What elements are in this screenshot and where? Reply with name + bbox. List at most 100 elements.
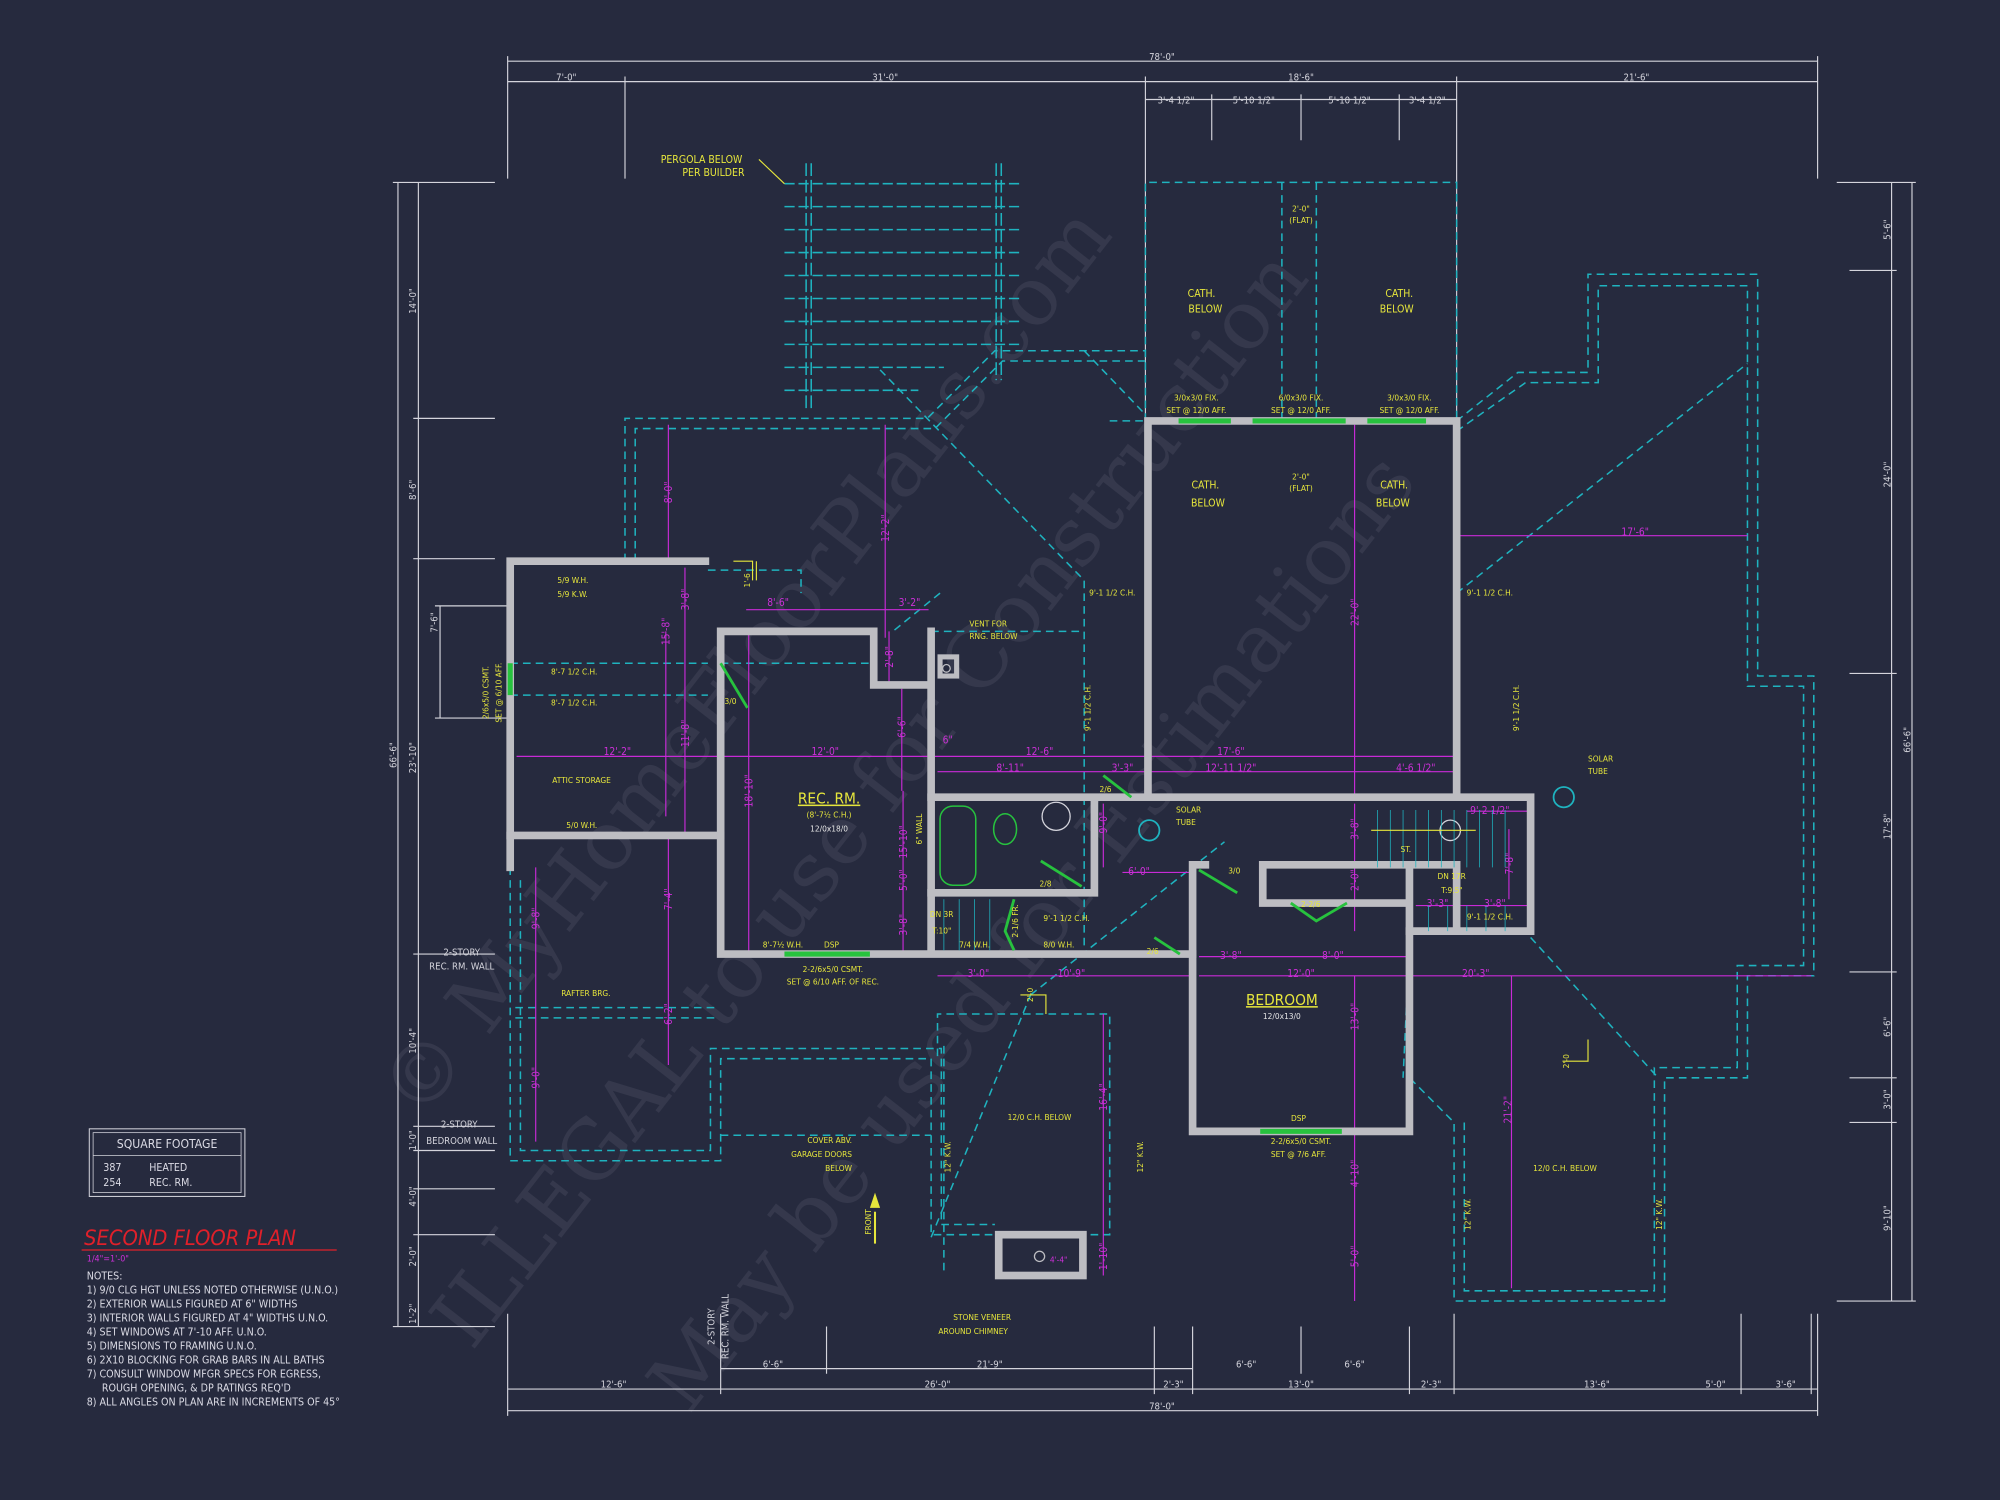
label: 5/0 W.H. xyxy=(566,820,597,830)
label: 9'-1 1/2 C.H. xyxy=(1083,685,1093,731)
label: 4'-4" xyxy=(1050,1255,1068,1265)
dimension-label: 8'-0" xyxy=(1322,951,1344,962)
dimension-label: 4'-6 1/2" xyxy=(1396,764,1435,775)
dim-left: 4'-0" xyxy=(408,1186,419,1206)
dim-top: 18'-6" xyxy=(1288,72,1314,83)
dimension-label: 3'-8" xyxy=(1484,899,1506,910)
door-label: 3/0 xyxy=(724,696,736,706)
dim-left: 1'-2" xyxy=(408,1304,419,1324)
dim-bottom-sub: 6'-6" xyxy=(1236,1359,1256,1370)
label: 2'-0 xyxy=(1561,1054,1571,1068)
note-item: 2) EXTERIOR WALLS FIGURED AT 6" WIDTHS xyxy=(87,1298,298,1310)
dim-bottom: 2'-3" xyxy=(1163,1380,1183,1391)
dimension-label: 15'-10" xyxy=(899,825,910,858)
label: 9'-1 1/2 C.H. xyxy=(1089,588,1135,598)
label: (FLAT) xyxy=(1289,483,1313,493)
dim-left: 10'-4" xyxy=(408,1028,419,1054)
label: DSP xyxy=(824,940,839,950)
window-label: 2/6x5/0 CSMT. xyxy=(481,666,491,719)
label: ST. xyxy=(1401,844,1412,854)
label: CATH. xyxy=(1191,480,1219,492)
bathtub xyxy=(939,805,977,886)
dimension-label: 17'-6" xyxy=(1217,747,1245,758)
front-label: FRONT xyxy=(863,1209,873,1235)
dim-bottom: 5'-0" xyxy=(1705,1380,1725,1391)
label: COVER ABV. xyxy=(807,1135,852,1145)
plan-scale: 1/4"=1'-0" xyxy=(87,1254,129,1264)
door-label: 2/8 xyxy=(1040,878,1052,888)
label: 12" K.W. xyxy=(1135,1141,1145,1172)
dim-left-inner: 7'-6" xyxy=(430,612,441,632)
note-item: 8) ALL ANGLES ON PLAN ARE IN INCREMENTS … xyxy=(87,1397,340,1409)
window-label: 2-2/6x5/0 CSMT. xyxy=(803,964,863,974)
window-label: SET @ 6/10 AFF. OF REC. xyxy=(787,977,879,987)
dim-bottom-sub: 6'-6" xyxy=(763,1359,783,1370)
dim-left: 2'-0" xyxy=(408,1246,419,1266)
right-dimensions: 5'-6" 24'-0" 17'-8" 6'-6" 3'-0" 9'-10" 6… xyxy=(1836,181,1916,1302)
watermark: © MyHomeFloorPlans.com ILLEGAL to use fo… xyxy=(362,189,1434,1428)
dim-left: 14'-0" xyxy=(408,288,419,314)
door-label: 2-2/6 xyxy=(1301,899,1321,909)
dim-left-overall: 66'-6" xyxy=(389,742,400,768)
dim-bottom: 13'-6" xyxy=(1584,1380,1610,1391)
dimension-label: 3'-0" xyxy=(967,969,989,980)
dim-top-sub: 5'-10 1/2" xyxy=(1328,95,1370,106)
dimension-label: 5'-0" xyxy=(899,869,910,891)
bottom-dimensions: 78'-0" 12'-6" 26'-0" 2'-3" 13'-0" 2'-3" … xyxy=(507,1313,1819,1416)
notes-heading: NOTES: xyxy=(87,1270,123,1282)
dimension-label: 7'-4" xyxy=(664,888,675,910)
label: 12" K.W. xyxy=(1654,1199,1664,1230)
dimension-label: 12'-2" xyxy=(604,747,632,758)
dimension-label: 12'-0" xyxy=(811,747,839,758)
dim-top-sub: 3'-4 1/2" xyxy=(1409,95,1446,106)
label: 9'-1 1/2 C.H. xyxy=(1511,685,1521,731)
label: BEDROOM WALL xyxy=(426,1136,497,1147)
toilet xyxy=(992,813,1018,846)
dimension-label: 8'-0" xyxy=(664,481,675,503)
dimension-label: 2'-0" xyxy=(1350,869,1361,891)
dim-right: 3'-0" xyxy=(1882,1089,1893,1109)
label: 9'-1 1/2 C.H. xyxy=(1043,913,1089,923)
dimension-label: 13'-0" xyxy=(1350,1003,1361,1031)
label: 2-STORY xyxy=(441,1120,478,1131)
dimension-label: 22'-0" xyxy=(1350,598,1361,626)
dimension-label: 3'-8" xyxy=(681,589,692,611)
stair-label: DN 3R xyxy=(930,909,954,919)
label: 8'-7 1/2 C.H. xyxy=(551,697,597,707)
pergola-label: PER BUILDER xyxy=(682,167,745,179)
dimension-label: 1'-10" xyxy=(1099,1243,1110,1271)
label: VENT FOR xyxy=(969,618,1007,628)
note-item: ROUGH OPENING, & DP RATINGS REQ'D xyxy=(87,1383,291,1395)
label: BELOW xyxy=(1380,304,1414,316)
label: 2'-0" xyxy=(1292,472,1310,482)
window-label: SET @ 12/0 AFF. xyxy=(1379,405,1439,415)
window-label: 6/0x3/0 FIX. xyxy=(1279,393,1324,403)
dimension-label: 3'-3" xyxy=(1112,764,1134,775)
dimension-label: 8'-11" xyxy=(996,764,1024,775)
label: CATH. xyxy=(1188,288,1216,300)
label: BELOW xyxy=(825,1163,853,1173)
sink xyxy=(1041,801,1071,831)
dimension-label: 3'-8" xyxy=(899,914,910,936)
room-name-bedroom: BEDROOM xyxy=(1246,991,1318,1009)
dimension-label: 2'-8" xyxy=(885,646,896,668)
dimension-label: 12'-0" xyxy=(1287,969,1315,980)
dimension-label: 3'-3" xyxy=(1427,899,1449,910)
dim-top: 31'-0" xyxy=(872,72,898,83)
label: 1'-6 xyxy=(742,573,752,587)
door-label: 2/6 xyxy=(1099,784,1111,794)
label: 7/4 W.H. xyxy=(959,940,990,950)
label: BELOW xyxy=(1376,497,1410,509)
dim-top-overall: 78'-0" xyxy=(1149,52,1175,63)
dimension-label: 3'-2" xyxy=(899,598,921,609)
label: BELOW xyxy=(1191,497,1225,509)
label: TUBE xyxy=(1175,817,1196,827)
dim-right: 9'-10" xyxy=(1882,1205,1893,1231)
window-label: 3/0x3/0 FIX. xyxy=(1174,393,1219,403)
dimension-label: 18'-10" xyxy=(745,774,756,807)
dim-bottom: 3'-6" xyxy=(1776,1380,1796,1391)
title-block: SECOND FLOOR PLAN 1/4"=1'-0" NOTES: 1) 9… xyxy=(81,1226,340,1409)
window-label: 3/0x3/0 FIX. xyxy=(1387,393,1432,403)
dimension-label: 12'-6" xyxy=(1026,747,1054,758)
